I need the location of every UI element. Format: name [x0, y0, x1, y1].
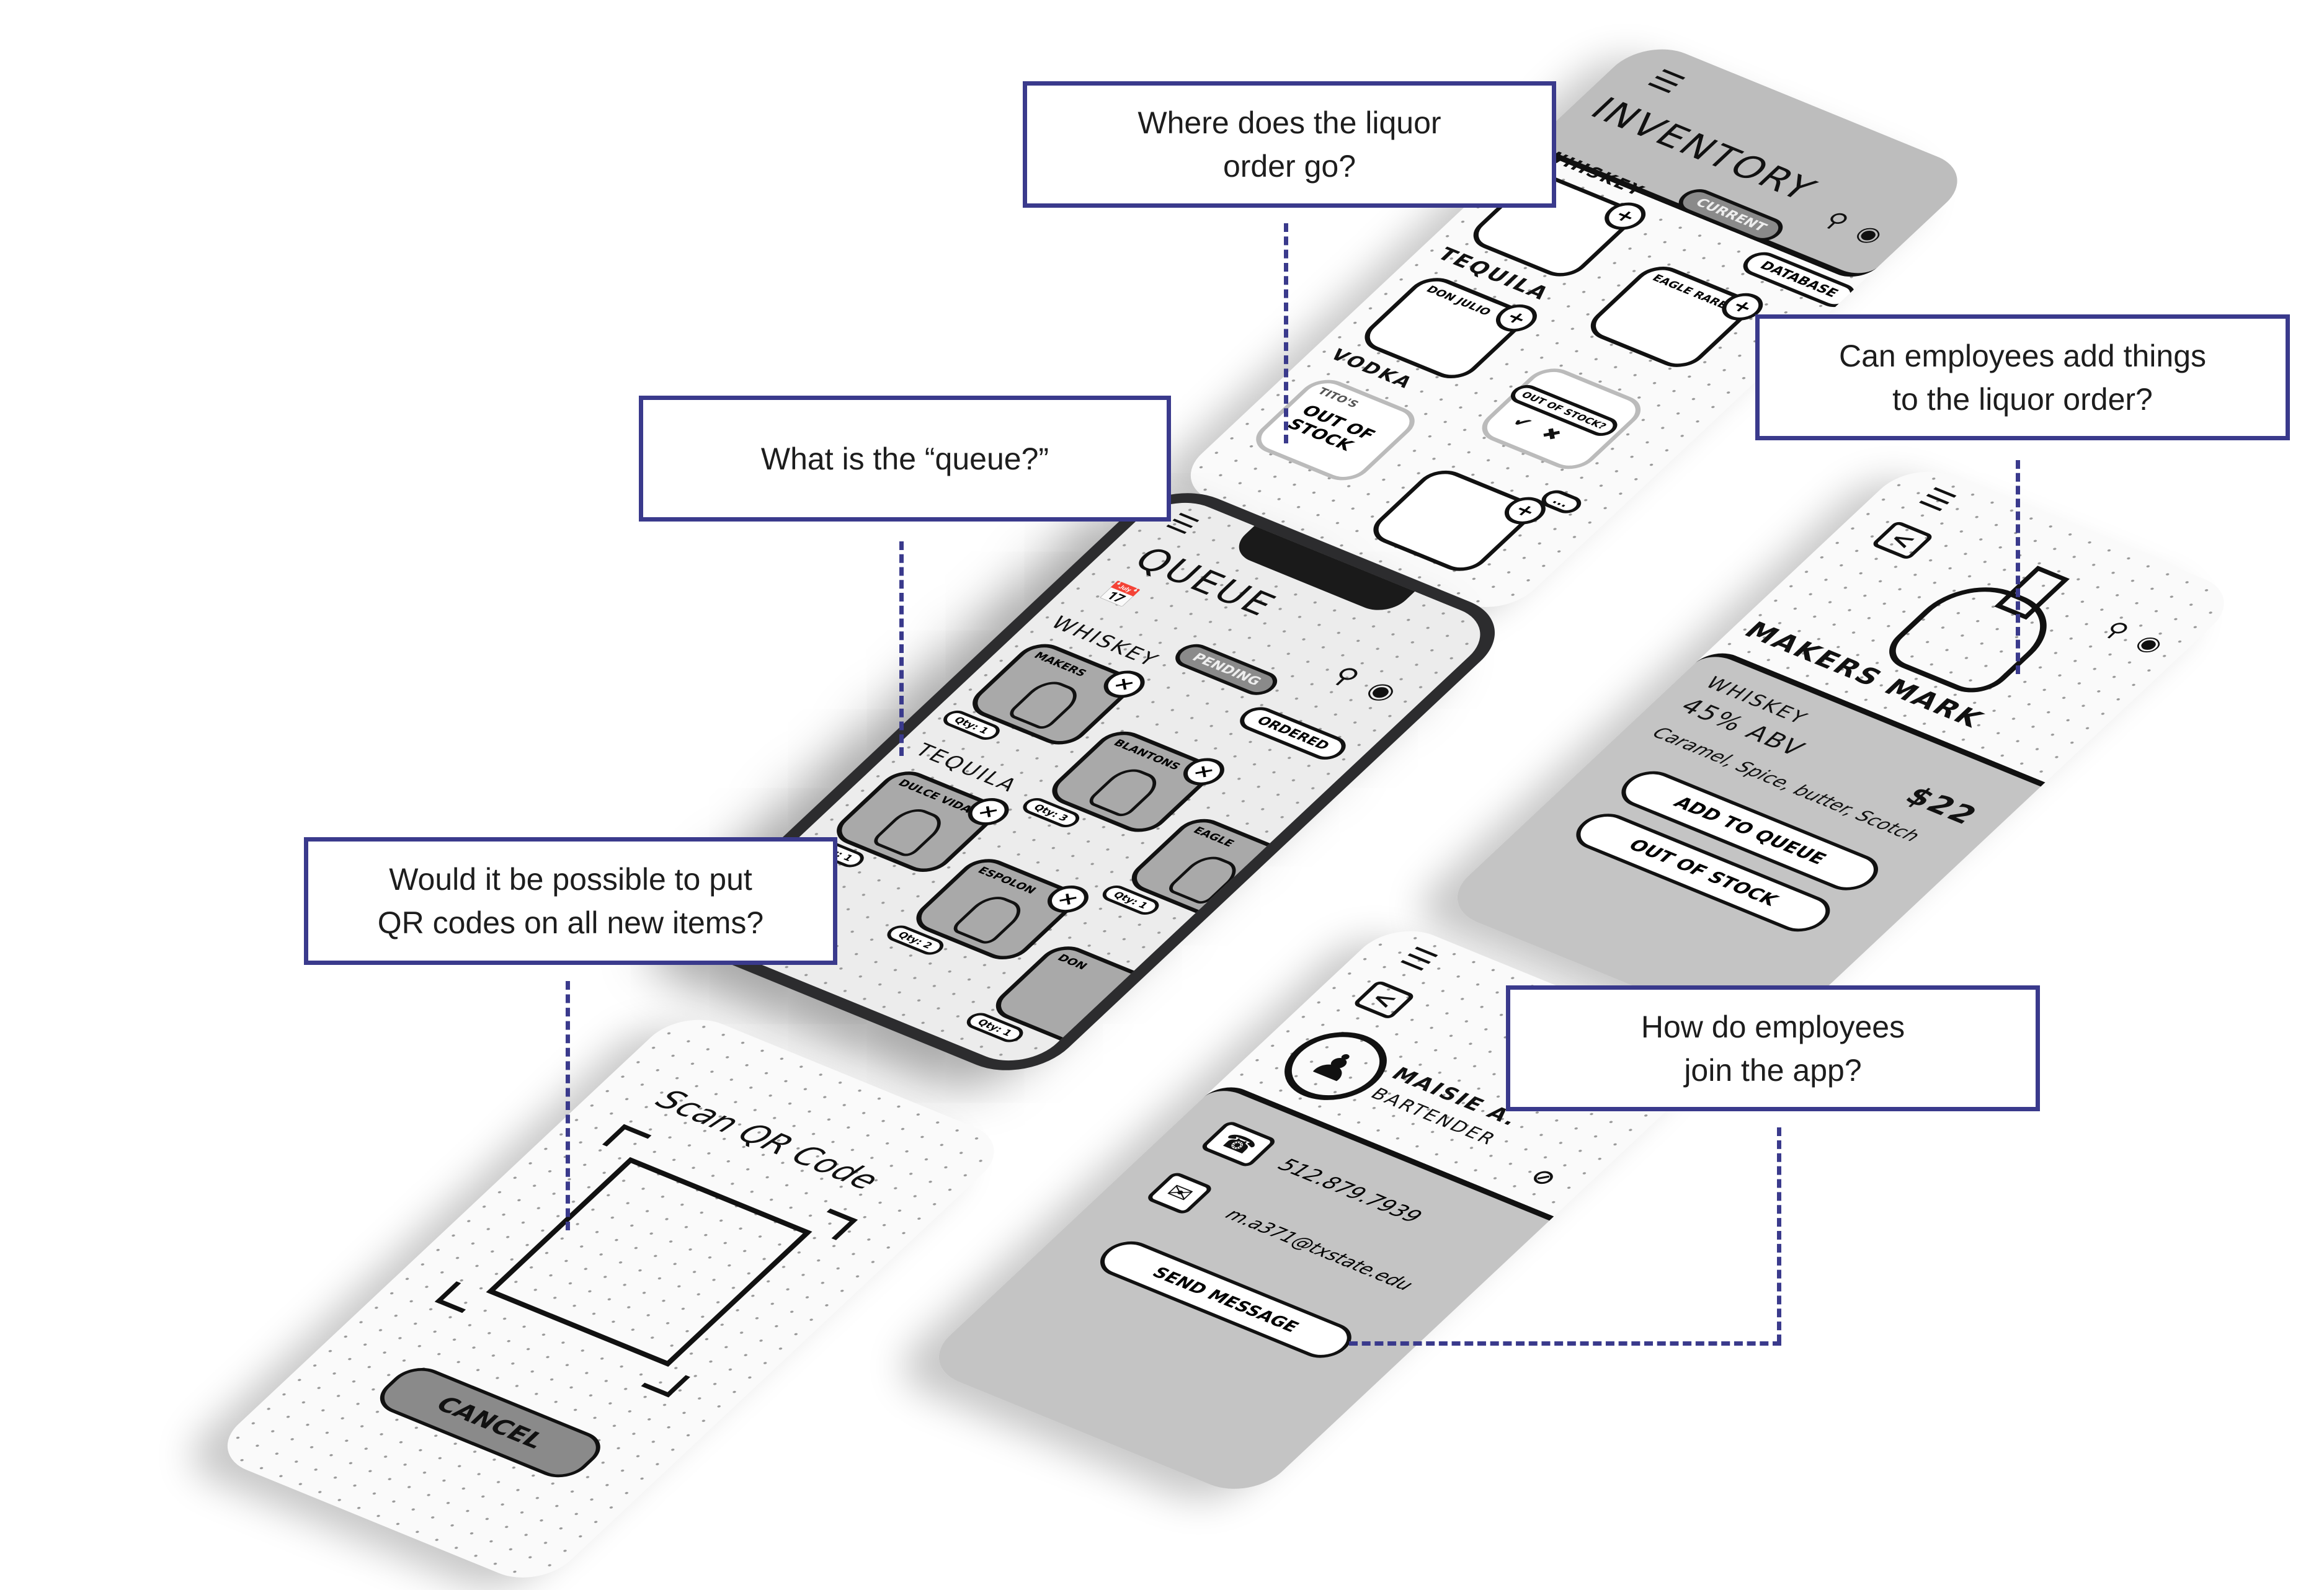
- bottle-icon: [1164, 851, 1245, 907]
- calendar-icon[interactable]: 📅: [1094, 579, 1144, 611]
- confirm-icon[interactable]: ✔: [1507, 412, 1538, 433]
- back-icon[interactable]: <: [1870, 520, 1934, 561]
- out-of-stock-label: OUT OF STOCK: [1283, 401, 1380, 455]
- edit-icon[interactable]: ⊘: [1523, 1163, 1564, 1191]
- bottle-icon: [949, 891, 1030, 946]
- scan-qr-screen: Scan QR Code CANCEL: [207, 1008, 1015, 1590]
- profile-icon[interactable]: ◉: [1359, 675, 1405, 707]
- menu-icon[interactable]: ☰: [1911, 482, 1964, 518]
- back-icon[interactable]: <: [1351, 980, 1416, 1020]
- callout-connector: [1284, 223, 1288, 443]
- reject-icon[interactable]: ✖: [1536, 424, 1567, 445]
- menu-icon[interactable]: ☰: [1392, 941, 1445, 977]
- inventory-card-out-of-stock-prompt[interactable]: OUT OF STOCK? ✔ ✖: [1471, 362, 1652, 476]
- viewfinder-corner: [641, 1366, 690, 1398]
- viewfinder-corner: [434, 1281, 484, 1313]
- callout-queue: What is the “queue?”: [639, 396, 1171, 522]
- remove-icon[interactable]: ×: [1039, 881, 1097, 918]
- search-icon[interactable]: ⚲: [2098, 617, 2135, 644]
- callout-connector: [1777, 1127, 1781, 1343]
- profile-icon[interactable]: ◉: [2129, 629, 2170, 658]
- qr-viewfinder: [486, 1157, 813, 1367]
- remove-icon[interactable]: ×: [1095, 665, 1153, 703]
- search-icon[interactable]: ⚲: [1325, 662, 1367, 691]
- viewfinder-corner: [602, 1124, 652, 1156]
- viewfinder-corner: [808, 1208, 858, 1240]
- bottle-icon: [869, 804, 951, 859]
- callout-connector: [899, 541, 904, 756]
- bottle-icon: [1005, 677, 1087, 732]
- remove-icon[interactable]: ×: [959, 793, 1017, 830]
- callout-connector: [2016, 460, 2020, 674]
- callout-connector: [566, 981, 570, 1230]
- callout-connector: [1349, 1341, 1781, 1346]
- inventory-card[interactable]: +: [1363, 464, 1554, 577]
- tab-ordered[interactable]: ORDERED: [1232, 703, 1353, 764]
- add-icon[interactable]: +: [1487, 300, 1546, 337]
- bottle-icon: [1085, 764, 1166, 819]
- tab-pending[interactable]: PENDING: [1168, 639, 1285, 700]
- remove-icon[interactable]: ×: [1175, 753, 1233, 791]
- inventory-card[interactable]: Eagle Rare+: [1580, 260, 1771, 373]
- cancel-button[interactable]: CANCEL: [368, 1361, 612, 1485]
- add-icon[interactable]: +: [1596, 197, 1654, 235]
